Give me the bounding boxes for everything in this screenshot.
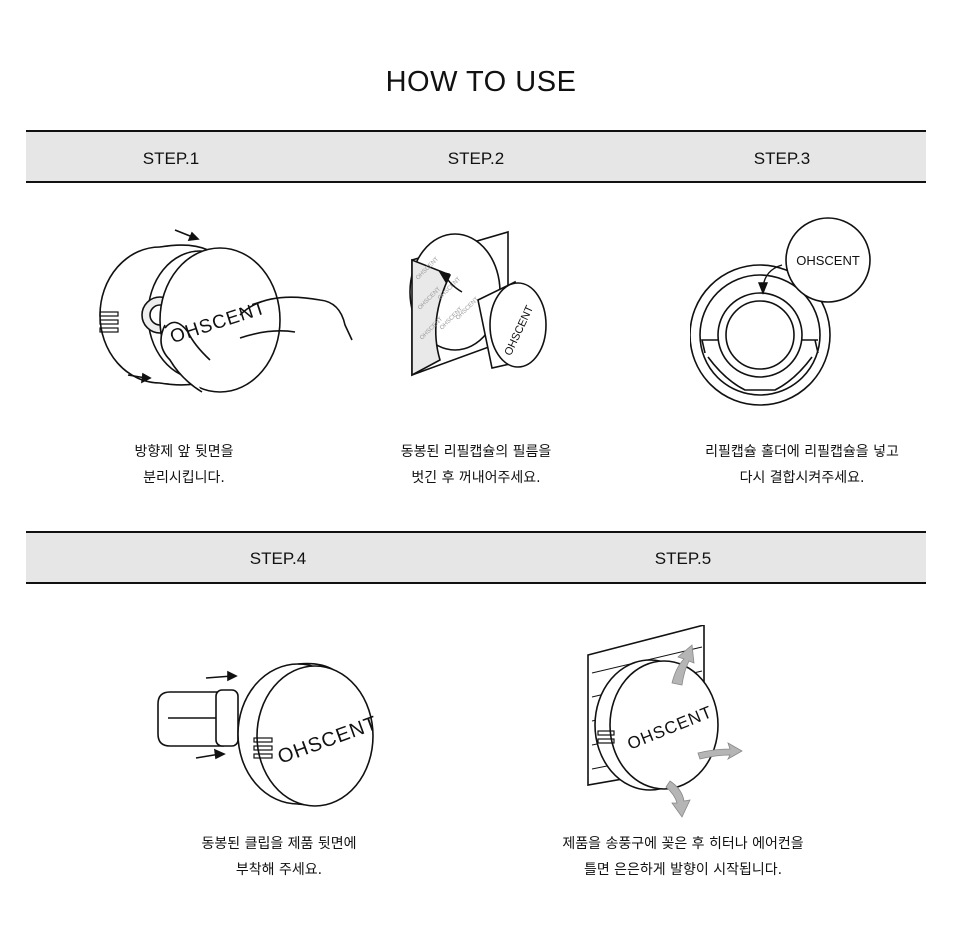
step-3-insert-arrow-icon — [757, 264, 783, 295]
page-title: HOW TO USE — [385, 66, 577, 98]
step-4-label: STEP.4 — [249, 549, 307, 568]
step-1-caption-line-2: 분리시킵니다. — [143, 470, 225, 486]
step-5-airflow-arrow-up-icon — [671, 644, 695, 686]
step-5-airflow-arrow-down-icon — [665, 780, 691, 818]
step-1-separate-illustration: OHSCENT — [99, 229, 353, 393]
step-5-vent-mount-illustration: OHSCENT — [587, 625, 743, 818]
step-2-caption-line-2: 벗긴 후 꺼내어주세요. — [411, 470, 541, 486]
step-5-label: STEP.5 — [654, 549, 712, 568]
step-3-caption-line-2: 다시 결합시켜주세요. — [739, 470, 865, 486]
step-3-logo-text: OHSCENT — [796, 253, 860, 268]
step-3-caption: 리필캡슐 홀더에 리필캡슐을 넣고 다시 결합시켜주세요. — [705, 439, 899, 491]
step-4-arrow-bottom-icon — [195, 748, 226, 760]
steps-header-row-2 — [26, 531, 926, 584]
step-2-peel-film-illustration: OHSCENT OHSCENT OHSCENT OHSCENT OHSCENT … — [409, 230, 547, 377]
step-2-caption: 동봉된 리필캡슐의 필름을 벗긴 후 꺼내어주세요. — [401, 439, 552, 491]
step-4-attach-clip-illustration: OHSCENT — [157, 662, 381, 807]
step-5-airflow-arrow-right-icon — [697, 742, 743, 761]
steps-header-row-1 — [26, 130, 926, 183]
step-1-caption: 방향제 앞 뒷면을 분리시킵니다. — [134, 439, 233, 491]
step-5-caption-line-1: 제품을 송풍구에 꽂은 후 히터나 에어컨을 — [562, 836, 804, 852]
step-1-caption-line-1: 방향제 앞 뒷면을 — [134, 444, 234, 460]
step-4-arrow-top-icon — [205, 670, 238, 682]
step-3-insert-capsule-illustration: OHSCENT — [690, 217, 871, 406]
step-2-caption-line-1: 동봉된 리필캡슐의 필름을 — [400, 444, 552, 460]
step-5-caption: 제품을 송풍구에 꽂은 후 히터나 에어컨을 틀면 은은하게 발향이 시작됩니다… — [562, 831, 803, 883]
step-2-peel-arrow-icon — [438, 270, 463, 293]
step-3-label: STEP.3 — [753, 149, 811, 168]
step-1-arrow-bottom-icon — [127, 372, 152, 384]
step-3-caption-line-1: 리필캡슐 홀더에 리필캡슐을 넣고 — [705, 444, 899, 460]
step-4-caption: 동봉된 클립을 제품 뒷면에 부착해 주세요. — [201, 831, 356, 883]
step-1-label: STEP.1 — [142, 149, 200, 168]
step-5-caption-line-2: 틀면 은은하게 발향이 시작됩니다. — [583, 862, 783, 878]
step-2-label: STEP.2 — [447, 149, 505, 168]
step-4-caption-line-1: 동봉된 클립을 제품 뒷면에 — [201, 836, 357, 852]
step-1-arrow-top-icon — [174, 229, 200, 241]
step-4-caption-line-2: 부착해 주세요. — [235, 862, 323, 878]
